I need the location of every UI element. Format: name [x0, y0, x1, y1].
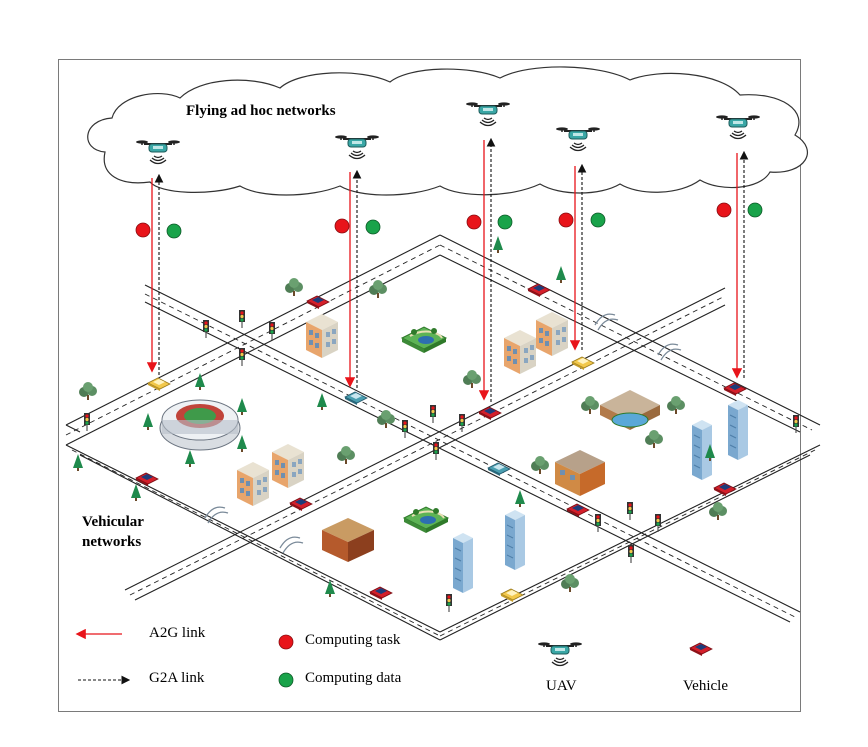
building-icon — [452, 532, 474, 594]
building-icon — [555, 450, 605, 496]
bridge-icon — [204, 313, 682, 554]
building-icon — [536, 312, 568, 356]
legend-task-label: Computing task — [305, 632, 401, 648]
computing-data-dots — [166, 202, 763, 239]
building-icon — [504, 330, 536, 374]
building-icon — [272, 444, 304, 488]
building-icon — [237, 462, 269, 506]
legend-a2g-label: A2G link — [149, 625, 206, 641]
legend-g2a-label: G2A link — [149, 670, 205, 686]
legend-vehicle-label: Vehicle — [683, 678, 728, 694]
legend-uav-label: UAV — [546, 678, 577, 694]
building-icon — [504, 509, 526, 571]
legend-data-label: Computing data — [305, 670, 402, 686]
building-icon — [727, 399, 749, 461]
park-icon — [401, 326, 447, 354]
vehicular-networks-label: Vehicular networks — [82, 512, 172, 552]
computing-task-dots — [135, 202, 732, 238]
a2g-links — [146, 140, 743, 401]
park-icon — [403, 506, 449, 534]
building-icon — [600, 390, 660, 430]
legend-vehicle-icon — [689, 642, 713, 657]
cloud-title: Flying ad hoc networks — [186, 103, 336, 119]
g2a-links — [154, 137, 749, 402]
legend-data-dot — [278, 672, 294, 688]
legend-task-dot — [278, 634, 294, 650]
legend-uav-icon — [537, 641, 583, 667]
vehicular-label-line1: Vehicular — [82, 514, 144, 530]
stadium-icon — [159, 399, 241, 451]
building-icon — [306, 314, 338, 358]
cloud-fanet — [87, 66, 808, 196]
building-icon — [322, 518, 374, 562]
vehicular-label-line2: networks — [82, 534, 142, 550]
diagram-frame — [58, 59, 801, 712]
